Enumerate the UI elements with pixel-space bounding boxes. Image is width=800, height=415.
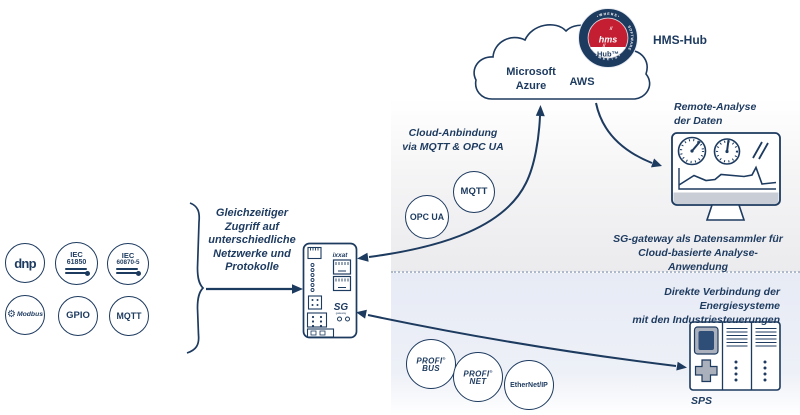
hms-hub-badge-icon: • W H E R E • • M E E T S • HARDWARE SOF…: [578, 8, 638, 68]
badge-arc-right: SOFTWARE: [627, 25, 634, 51]
sg-datasammler-annotation: SG-gateway als Datensammler für Cloud-ba…: [613, 233, 783, 273]
protocol-circle-mqtt-cloud: MQTT: [453, 171, 495, 213]
svg-text:SOFTWARE: SOFTWARE: [627, 25, 634, 51]
remote-analysis-annotation: Remote-Analyse der Daten: [674, 101, 757, 127]
protocol-circle-mqtt-left: MQTT: [109, 296, 149, 336]
mqtt-left-label: MQTT: [116, 310, 142, 321]
badge-slash-top: //: [609, 26, 613, 31]
plc-icon: [689, 321, 781, 391]
svg-text:• W H E R E •: • W H E R E •: [596, 12, 620, 19]
protocol-circle-profinet: PROFI® NET: [453, 352, 503, 402]
arrow-device-to-plc: [356, 309, 687, 371]
arrow-brace-to-device: [206, 284, 303, 294]
protocol-circle-modbus: ⚙ Modbus: [5, 295, 45, 335]
sps-label: SPS: [691, 395, 713, 407]
device-name: SG: [334, 302, 349, 313]
section-divider: [391, 271, 800, 273]
led-column-icon: [310, 263, 315, 292]
arrow-device-to-cloud: [357, 105, 545, 262]
industrial-connection-annotation: Direkte Verbindung der Energiesysteme mi…: [632, 286, 780, 326]
modbus-label: Modbus: [16, 310, 44, 318]
gear-icon: ⚙: [6, 309, 16, 320]
arrow-cloud-to-monitor: [595, 102, 662, 168]
protocol-circle-opcua: OPC UA: [405, 195, 449, 239]
device-sub: gateway: [336, 311, 347, 315]
line-chart-icon: [678, 165, 777, 190]
protocol-circle-ethernetip: EtherNet/IP: [504, 360, 554, 410]
iec61850-label-line1: IEC: [70, 249, 83, 259]
azure-label-line1: Microsoft: [506, 66, 556, 78]
iec-logo-bars-icon: [115, 268, 141, 276]
badge-product: Hub™: [597, 50, 619, 59]
azure-label-line2: Azure: [516, 80, 547, 92]
dnp-label: dnp: [14, 255, 36, 271]
protocol-circle-iec60870: IEC 60870-5: [107, 243, 149, 285]
badge-slash-bottom: //: [602, 43, 606, 48]
hms-hub-label: HMS-Hub: [653, 33, 707, 47]
aws-label: AWS: [569, 76, 594, 88]
protocol-circle-gpio: GPIO: [58, 296, 98, 336]
cloud-connection-annotation: Cloud-Anbindung via MQTT & OPC UA: [402, 127, 504, 153]
plc-keypad-icon: [694, 359, 718, 383]
device-brand: ixxat: [333, 252, 349, 259]
opcua-label: OPC UA: [409, 211, 445, 222]
brace-annotation: Gleichzeitiger Zugriff auf unterschiedli…: [208, 207, 296, 273]
protocol-circle-profibus: PROFI® BUS: [406, 339, 456, 389]
mqtt-cloud-label: MQTT: [460, 186, 488, 198]
profinet-label: NET: [469, 377, 487, 387]
iec61850-label-line2: 61850: [66, 259, 87, 267]
iec60870-label-line2: 60870-5: [116, 259, 140, 267]
terminal-block-icon: [307, 295, 323, 310]
slashes-icon: [752, 141, 769, 160]
iec60870-label-line1: IEC: [121, 250, 135, 260]
ethernetip-label: EtherNet/IP: [510, 381, 548, 389]
gauge-icon-2: [713, 138, 741, 165]
badge-arc-top: • W H E R E •: [596, 12, 620, 19]
protocol-circle-iec61850: IEC 61850: [55, 242, 98, 285]
gpio-label: GPIO: [66, 310, 90, 322]
brace: [186, 202, 205, 354]
monitor-icon: [671, 132, 781, 221]
plc-module-vents-icon: [726, 327, 777, 347]
io-connector-icon: [306, 312, 335, 338]
iec-logo-bars-icon: [64, 268, 90, 276]
badge-brand: hms: [599, 35, 618, 45]
ethernet-ports-icon: [332, 259, 352, 292]
protocol-circle-dnp: dnp: [5, 243, 45, 283]
plc-module-leds-icon: [734, 360, 767, 382]
gauge-icon-1: [677, 136, 707, 166]
profibus-label: BUS: [422, 364, 440, 374]
sg-gateway-device: ixxat SG gateway: [302, 242, 358, 339]
